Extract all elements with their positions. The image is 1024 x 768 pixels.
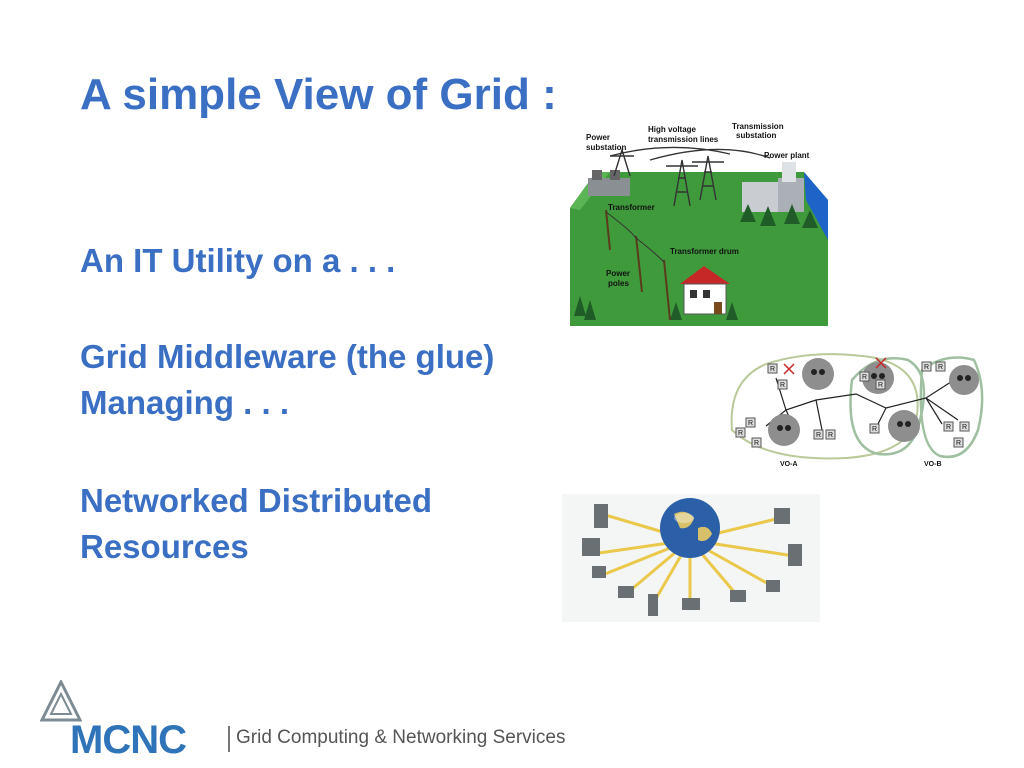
label-power-plant: Power plant [764,151,810,160]
middleware-vo-diagram: R R R R R R R R R R R R R R [726,350,988,472]
label-transformer: Transformer [608,203,655,212]
footer-divider [228,726,230,752]
resource-label: R [748,420,753,427]
resource-label: R [938,364,943,371]
resource-label: R [956,440,961,447]
mcnc-footer-logo: MCNC Grid Computing & Networking Service… [40,680,580,760]
resource-label: R [946,424,951,431]
networked-resources-illustration [562,494,820,622]
resource-label: R [816,432,821,439]
resource-label: R [872,426,877,433]
mcnc-logo-word: MCNC [70,718,187,762]
slide-title: A simple View of Grid : [80,70,557,119]
label-high-voltage-2: transmission lines [648,135,719,144]
resource-label: R [754,440,759,447]
triangle-logo-icon [40,680,82,722]
resource-label: R [780,382,785,389]
text-resources: Resources [80,528,249,565]
label-vo-b: VO-B [924,461,942,468]
resource-label: R [828,432,833,439]
label-high-voltage-1: High voltage [648,125,697,134]
footer-tagline: Grid Computing & Networking Services [236,727,566,748]
resource-label: R [770,366,775,373]
label-vo-a: VO-A [780,461,798,468]
resource-label: R [878,382,883,389]
text-grid-middleware: Grid Middleware (the glue) [80,338,495,375]
resource-label: R [924,364,929,371]
label-power-poles-2: poles [608,279,629,288]
resource-label: R [862,374,867,381]
label-transmission-sub-2: substation [736,131,777,140]
label-power-substation-1: Power [586,133,610,142]
power-grid-illustration: Power substation High voltage transmissi… [570,120,828,326]
resource-label: R [962,424,967,431]
text-networked-distributed: Networked Distributed [80,482,433,519]
label-transmission-sub-1: Transmission [732,122,784,131]
text-it-utility: An IT Utility on a . . . [80,242,396,279]
resource-label: R [738,430,743,437]
label-power-poles-1: Power [606,269,630,278]
text-managing: Managing . . . [80,384,290,421]
label-power-substation-2: substation [586,143,627,152]
label-transformer-drum: Transformer drum [670,247,739,256]
